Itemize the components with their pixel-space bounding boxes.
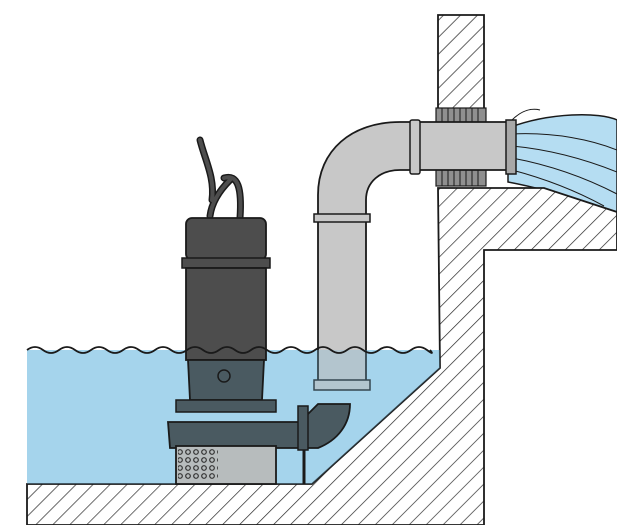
volute-flange (298, 406, 308, 450)
wall-upper (438, 15, 484, 110)
pump-flange (176, 400, 276, 412)
pipe-flange-mid (314, 214, 370, 222)
pump-neck (188, 360, 264, 400)
motor-band (182, 258, 270, 268)
strainer-holes (178, 448, 218, 480)
pipe-outlet-flange (506, 120, 516, 174)
motor-top (186, 218, 266, 260)
pipe-flange-top (410, 120, 420, 174)
discharge-pipe (314, 120, 516, 390)
